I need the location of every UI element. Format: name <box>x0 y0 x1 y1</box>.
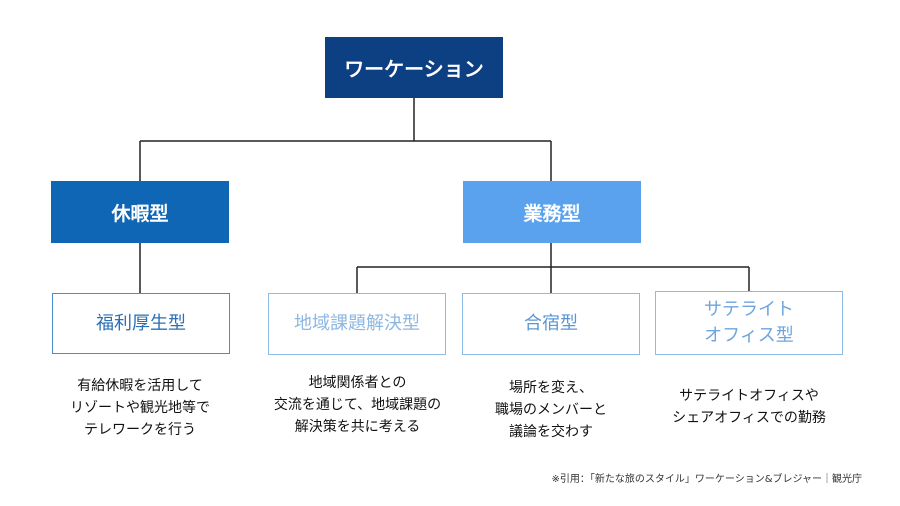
desc-camp-line: 議論を交わす <box>509 424 593 440</box>
desc-regional-line: 交流を通じて、地域課題の <box>273 397 442 413</box>
source-citation: ※引用：「新たな旅のスタイル」ワーケーション&ブレジャー｜観光庁 <box>551 474 862 485</box>
leaf-regional-label: 地域課題解決型 <box>294 313 420 334</box>
leaf-camp-label: 合宿型 <box>524 313 578 334</box>
desc-satellite: サテライトオフィスや シェアオフィスでの勤務 <box>645 385 853 429</box>
desc-regional-line: 解決策を共に考える <box>294 419 421 435</box>
branch-business-node: 業務型 <box>463 181 641 243</box>
desc-satellite-line: サテライトオフィスや <box>679 388 819 404</box>
desc-welfare-line: リゾートや観光地等で <box>70 400 210 416</box>
desc-welfare: 有給休暇を活用して リゾートや観光地等で テレワークを行う <box>40 375 240 441</box>
leaf-welfare-node: 福利厚生型 <box>52 293 230 354</box>
root-label: ワーケーション <box>344 57 484 81</box>
root-node: ワーケーション <box>325 37 503 98</box>
desc-camp-line: 場所を変え、 <box>509 380 593 396</box>
desc-camp: 場所を変え、 職場のメンバーと 議論を交わす <box>452 377 650 443</box>
leaf-satellite-label-line1: サテライト <box>704 299 794 320</box>
branch-leisure-node: 休暇型 <box>51 181 229 243</box>
desc-camp-line: 職場のメンバーと <box>495 402 607 418</box>
leaf-satellite-node: サテライト オフィス型 <box>655 291 843 355</box>
desc-welfare-line: 有給休暇を活用して <box>77 378 203 394</box>
leaf-welfare-label: 福利厚生型 <box>96 312 186 334</box>
desc-welfare-line: テレワークを行う <box>84 422 196 438</box>
desc-satellite-line: シェアオフィスでの勤務 <box>672 410 826 426</box>
branch-business-label: 業務型 <box>523 202 581 225</box>
desc-regional: 地域関係者との 交流を通じて、地域課題の 解決策を共に考える <box>255 372 460 438</box>
leaf-satellite-label-line2: オフィス型 <box>704 325 794 346</box>
leaf-regional-node: 地域課題解決型 <box>268 293 446 355</box>
branch-leisure-label: 休暇型 <box>111 202 169 225</box>
leaf-camp-node: 合宿型 <box>462 293 640 355</box>
desc-regional-line: 地域関係者との <box>308 375 407 391</box>
